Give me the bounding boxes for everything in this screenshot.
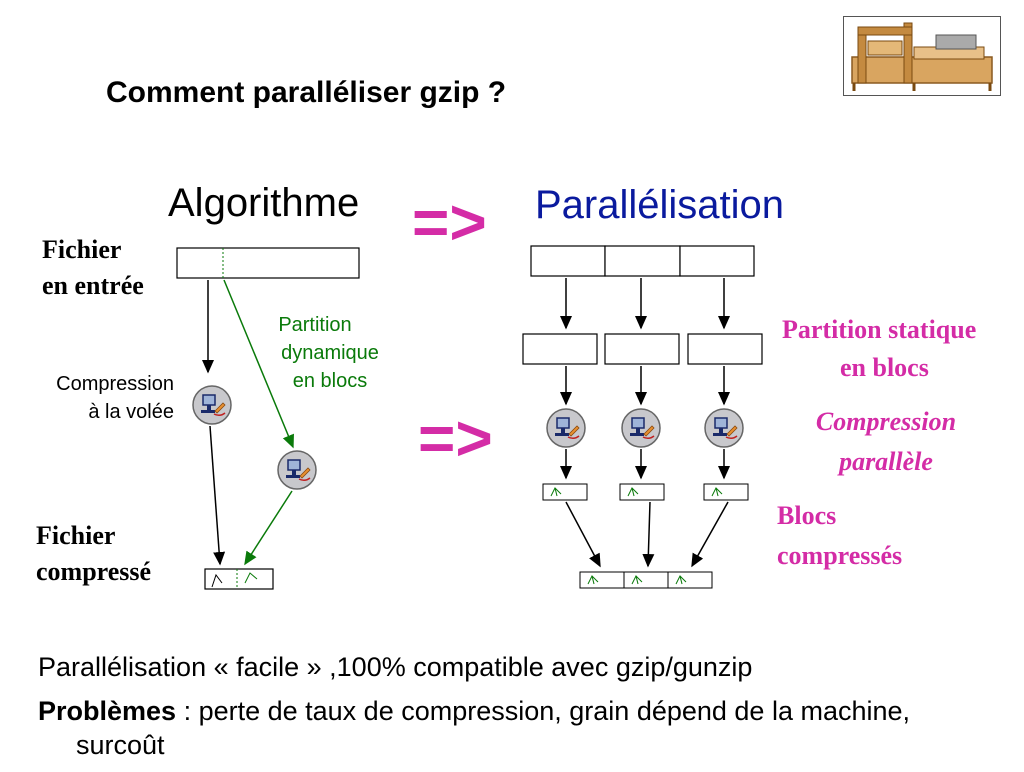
big-arrow-top: => bbox=[412, 186, 487, 258]
compressed-file-label: Fichier compressé bbox=[36, 518, 151, 590]
computer-compress-icon bbox=[192, 385, 232, 425]
parallel-compression-label: Compression parallèle bbox=[786, 402, 986, 482]
dynamic-partition-label: Partition dynamique en blocs bbox=[250, 311, 410, 395]
arrow-merge-2 bbox=[642, 501, 655, 568]
compressed-file-label-line2: compressé bbox=[36, 557, 152, 586]
compressed-blocks-line1: Blocs bbox=[777, 501, 837, 530]
arrow-partition-dynamic bbox=[223, 279, 294, 449]
input-file-label-line1: Fichier bbox=[42, 235, 122, 264]
compressed-block-3 bbox=[703, 483, 749, 501]
printing-press-icon bbox=[843, 16, 1001, 96]
problems-text: : perte de taux de compression, grain dé… bbox=[76, 696, 911, 760]
compression-label-line2: à la volée bbox=[88, 401, 174, 423]
big-arrow-middle: => bbox=[418, 402, 493, 474]
slide-title: Comment paralléliser gzip ? bbox=[106, 76, 507, 109]
input-file-label: Fichier en entrée bbox=[42, 232, 144, 304]
partition-label-line2: dynamique bbox=[281, 342, 379, 364]
compressed-blocks-line2: compressés bbox=[777, 541, 903, 570]
problems-label: Problèmes bbox=[38, 696, 177, 726]
merged-output-bar bbox=[579, 571, 713, 589]
compressed-blocks-label: Blocs compressés bbox=[777, 496, 902, 576]
output-file-bar bbox=[204, 568, 274, 590]
compression-label-line1: Compression bbox=[56, 373, 174, 395]
computer-compress-icon bbox=[704, 408, 744, 448]
parallel-compression-line2: parallèle bbox=[839, 447, 933, 476]
computer-compress-icon bbox=[621, 408, 661, 448]
partition-label-line3: en blocs bbox=[292, 370, 368, 392]
arrow-compressor-to-output bbox=[209, 425, 226, 566]
compressed-file-label-line1: Fichier bbox=[36, 521, 116, 550]
compression-on-the-fly-label: Compression à la volée bbox=[28, 370, 174, 426]
note-problems: Problèmes : perte de taux de compression… bbox=[38, 694, 998, 762]
compressed-block-1 bbox=[542, 483, 588, 501]
input-file-label-line2: en entrée bbox=[42, 271, 144, 300]
parallel-compression-line1: Compression bbox=[815, 407, 957, 436]
computer-compress-icon bbox=[277, 450, 317, 490]
parallelization-heading: Parallélisation bbox=[535, 183, 785, 227]
compressed-block-2 bbox=[619, 483, 665, 501]
input-blocks-row bbox=[530, 245, 755, 277]
arrow-merge-1 bbox=[565, 501, 601, 568]
computer-compress-icon bbox=[546, 408, 586, 448]
static-partition-line2: en blocs bbox=[840, 353, 929, 382]
algorithm-heading: Algorithme bbox=[168, 181, 360, 225]
arrow-dynamic-to-output bbox=[244, 490, 293, 566]
partition-label-line1: Partition bbox=[278, 314, 352, 336]
diagram-canvas: => => bbox=[176, 186, 763, 590]
bottom-notes: Parallélisation « facile » ,100% compati… bbox=[38, 650, 998, 772]
static-partition-label: Partition statique en blocs bbox=[782, 311, 1014, 387]
static-blocks-row bbox=[522, 333, 763, 365]
arrow-merge-3 bbox=[691, 501, 729, 568]
note-compatibility: Parallélisation « facile » ,100% compati… bbox=[38, 652, 753, 682]
static-partition-line1: Partition statique bbox=[782, 315, 977, 344]
input-file-bar bbox=[176, 247, 360, 279]
